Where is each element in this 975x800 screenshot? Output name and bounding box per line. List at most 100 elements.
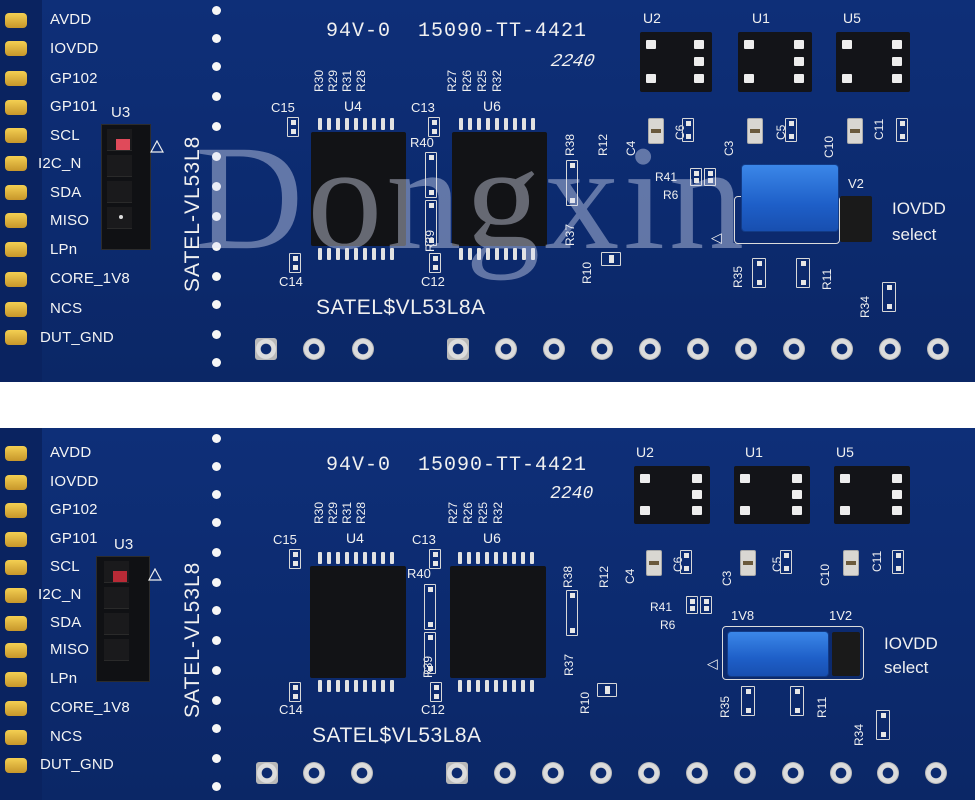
ref-r37: R37	[562, 653, 576, 676]
pin-label-core-1v8: CORE_1V8	[50, 699, 130, 716]
chip-u1	[734, 466, 810, 524]
ref-r29: R29	[326, 501, 340, 524]
sensor-window	[104, 561, 129, 583]
through-hole	[783, 338, 805, 360]
ref-r34: R34	[852, 723, 866, 746]
cap-c10	[843, 550, 859, 576]
via	[212, 152, 221, 161]
ref-r38: R38	[561, 565, 575, 588]
iovdd-select-line2: select	[892, 225, 937, 244]
through-hole	[447, 338, 469, 360]
through-hole	[925, 762, 947, 784]
ref-c3: C3	[720, 570, 734, 586]
cap-c15-pad	[287, 117, 299, 137]
pin-label-iovdd: IOVDD	[50, 473, 99, 490]
cap-c14-pad	[289, 682, 301, 702]
cap-c11-pad	[896, 118, 908, 142]
through-hole	[351, 762, 373, 784]
via	[212, 666, 221, 675]
pin-label-scl: SCL	[50, 558, 80, 575]
gold-pad	[5, 475, 27, 490]
res-r6-pad	[704, 168, 716, 186]
via	[212, 754, 221, 763]
via	[212, 636, 221, 645]
pin-label-lpn: LPn	[50, 670, 78, 687]
gold-pad	[5, 446, 27, 461]
gold-pad	[5, 213, 27, 228]
cap-c11-pad	[892, 550, 904, 574]
pin-label-sda: SDA	[50, 614, 82, 631]
ref-r30: R30	[312, 501, 326, 524]
gold-pad	[5, 242, 27, 257]
bottom-label: SATEL$VL53L8A	[316, 296, 486, 319]
through-hole	[352, 338, 374, 360]
jumper-cap[interactable]	[728, 632, 828, 676]
pin-label-core-1v8: CORE_1V8	[50, 270, 130, 287]
pin-label-scl: SCL	[50, 127, 80, 144]
through-hole	[639, 338, 661, 360]
cap-c4	[648, 118, 664, 144]
through-hole	[590, 762, 612, 784]
ref-r6: R6	[660, 618, 676, 632]
through-hole	[782, 762, 804, 784]
via	[212, 782, 221, 791]
part-number: 15090-TT-4421	[418, 20, 588, 43]
ic-u6	[450, 566, 546, 678]
via	[212, 300, 221, 309]
board-photo-bottom: AVDD IOVDD GP102 GP101 SCL I2C_N SDA MIS…	[0, 428, 975, 800]
via	[212, 6, 221, 15]
res-r6-pad	[700, 596, 712, 614]
cap-c3	[740, 550, 756, 576]
gold-pad	[5, 560, 27, 575]
jumper-cap[interactable]	[742, 165, 838, 231]
svg-text:△: △	[707, 233, 723, 244]
emitter-led	[116, 139, 130, 150]
through-hole	[877, 762, 899, 784]
via	[212, 92, 221, 101]
res-r11-pad	[796, 258, 810, 288]
sensor-cell	[104, 613, 129, 635]
jumper-outline	[722, 626, 864, 680]
sensor-cell	[107, 155, 132, 177]
via	[212, 122, 221, 131]
pin-label-miso: MISO	[50, 641, 90, 658]
res-r40-pad	[425, 152, 437, 198]
gold-pad	[5, 41, 27, 56]
board-photo-top: AVDD IOVDD GP102 GP101 SCL I2C_N SDA MIS…	[0, 0, 975, 382]
ref-r31: R31	[340, 69, 354, 92]
ref-c13: C13	[412, 532, 436, 547]
gold-pad	[5, 701, 27, 716]
ref-r26: R26	[461, 501, 475, 524]
cap-c14-pad	[289, 253, 301, 273]
pin-label-i2c-n: I2C_N	[38, 586, 82, 603]
svg-text:△: △	[703, 659, 719, 670]
sensor-cell	[104, 587, 129, 609]
pin-label-dut-gnd: DUT_GND	[40, 329, 114, 346]
chip-u2	[640, 32, 712, 92]
ref-c14: C14	[279, 702, 303, 717]
ref-r37: R37	[563, 223, 577, 246]
pin-label-gp102: GP102	[50, 70, 98, 87]
gold-pad	[5, 588, 27, 603]
ref-u6: U6	[483, 530, 501, 546]
gold-pad	[5, 185, 27, 200]
pin-label-miso: MISO	[50, 212, 90, 229]
res-r40-pad	[424, 584, 436, 630]
through-hole	[494, 762, 516, 784]
gold-pad	[5, 532, 27, 547]
ic-u6	[452, 132, 547, 246]
through-hole	[446, 762, 468, 784]
through-hole	[831, 338, 853, 360]
part-number: 15090-TT-4421	[418, 454, 588, 477]
gold-pad	[5, 758, 27, 773]
via	[212, 548, 221, 557]
pin-label-iovdd: IOVDD	[50, 40, 99, 57]
cap-c3	[747, 118, 763, 144]
ref-r35: R35	[718, 695, 732, 718]
ref-r25: R25	[475, 69, 489, 92]
label-1v2: 1V2	[829, 608, 853, 623]
res-r10-pad	[601, 252, 621, 266]
cap-c13-pad	[428, 117, 440, 137]
pin1-triangle-icon	[148, 568, 162, 581]
via	[212, 330, 221, 339]
